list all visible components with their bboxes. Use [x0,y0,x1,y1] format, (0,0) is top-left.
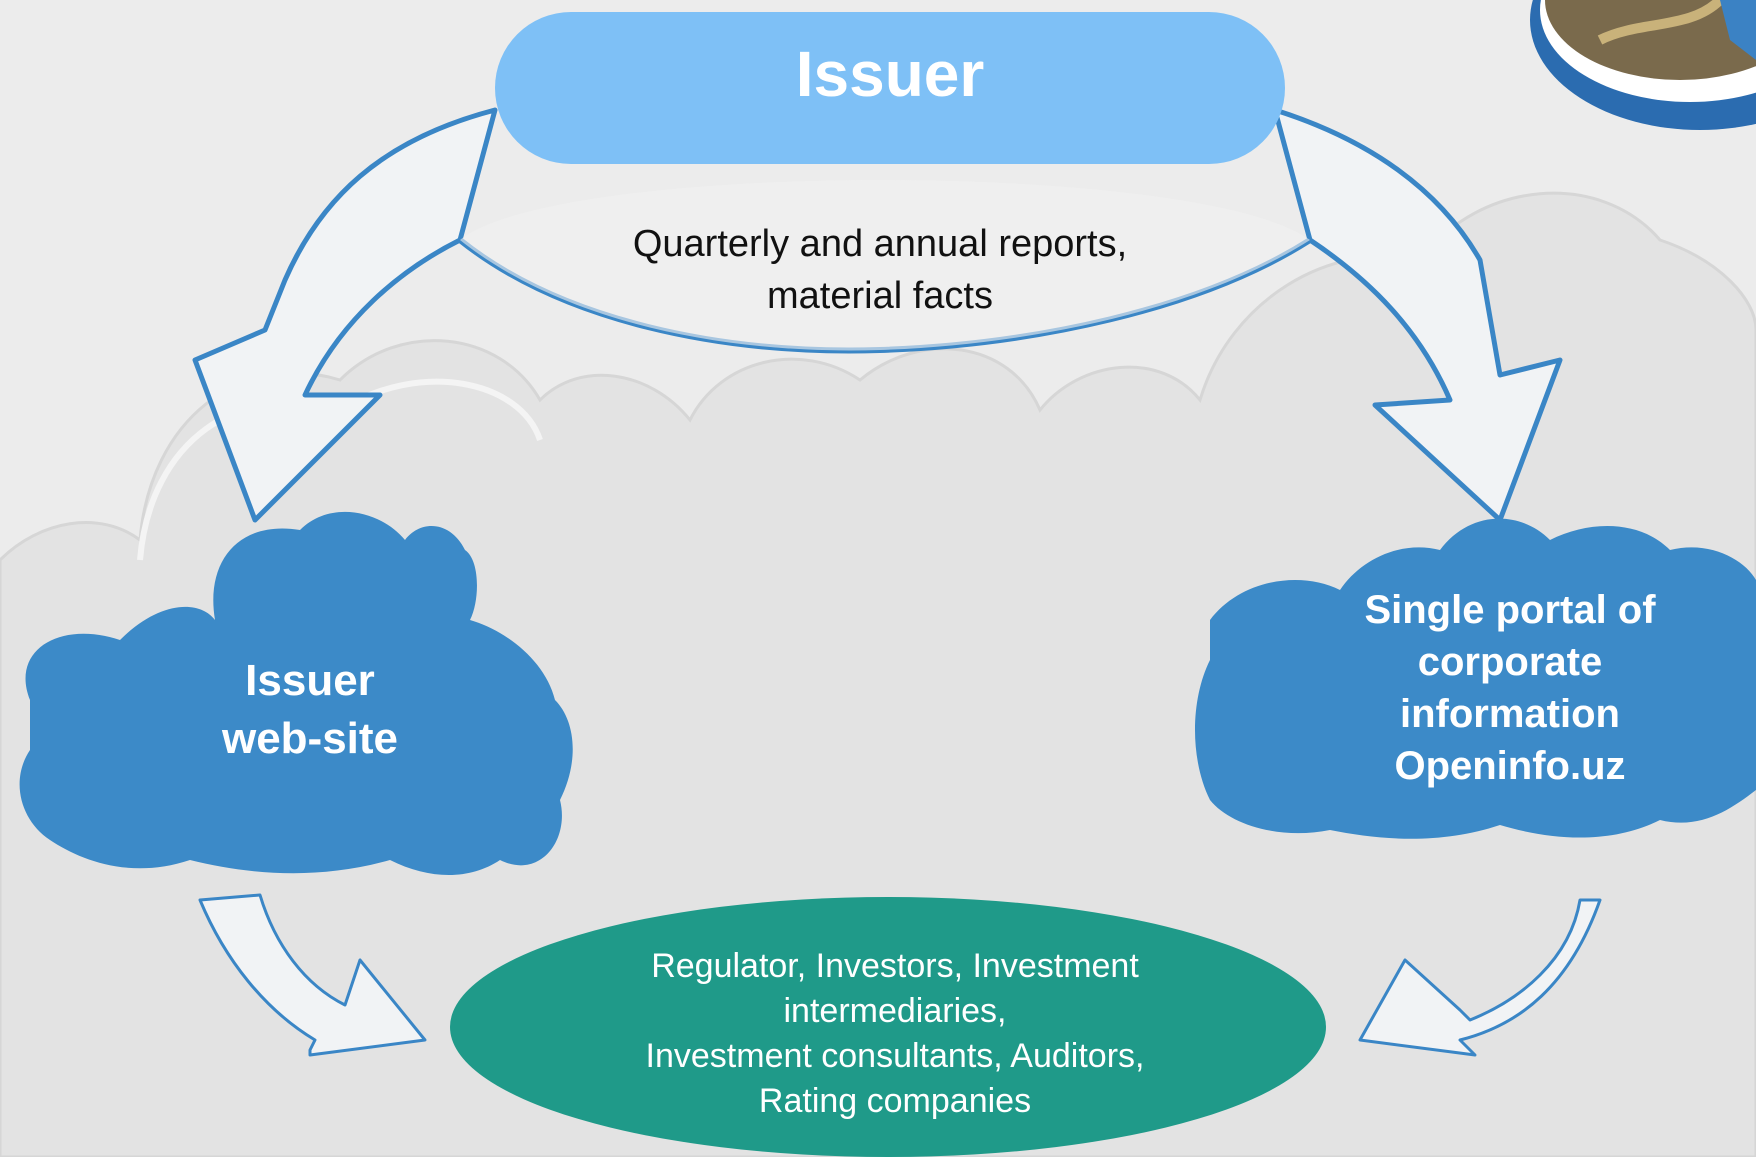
audience-ellipse [450,897,1326,1157]
website-label: Issuer web-site [160,652,460,768]
arc-fill [460,180,1310,351]
issuer-title: Issuer [795,38,985,110]
portal-cloud [1195,518,1756,839]
arrow-portal-to-audience [1358,898,1602,1057]
flow-caption-line: Quarterly and annual reports, [632,223,1128,265]
portal-label-line: corporate [1417,640,1603,684]
audience-label-line: Rating companies [758,1082,1032,1120]
portal-label-line: Single portal of [1364,588,1656,632]
website-cloud [19,511,573,875]
portal-label-line: information [1400,692,1620,736]
audience-label-line: Investment consultants, Auditors, [645,1037,1145,1075]
audience-label: Regulator, Investors, Investment interme… [560,944,1230,1124]
flow-caption: Quarterly and annual reports, material f… [520,218,1240,322]
arrow-issuer-to-website [192,107,498,523]
portal-label-line: Openinfo.uz [1394,744,1626,788]
flow-caption-line: material facts [767,275,993,317]
website-label-line: Issuer [245,656,375,705]
portal-label: Single portal of corporate information O… [1290,584,1730,792]
website-label-line: web-site [221,714,399,763]
arrow-issuer-to-portal [1272,107,1563,523]
corner-logo [1530,0,1756,130]
issuer-pill [495,12,1285,164]
audience-label-line: Regulator, Investors, Investment [651,947,1139,985]
arrow-website-to-audience [198,893,427,1057]
audience-label-line: intermediaries, [783,992,1007,1030]
